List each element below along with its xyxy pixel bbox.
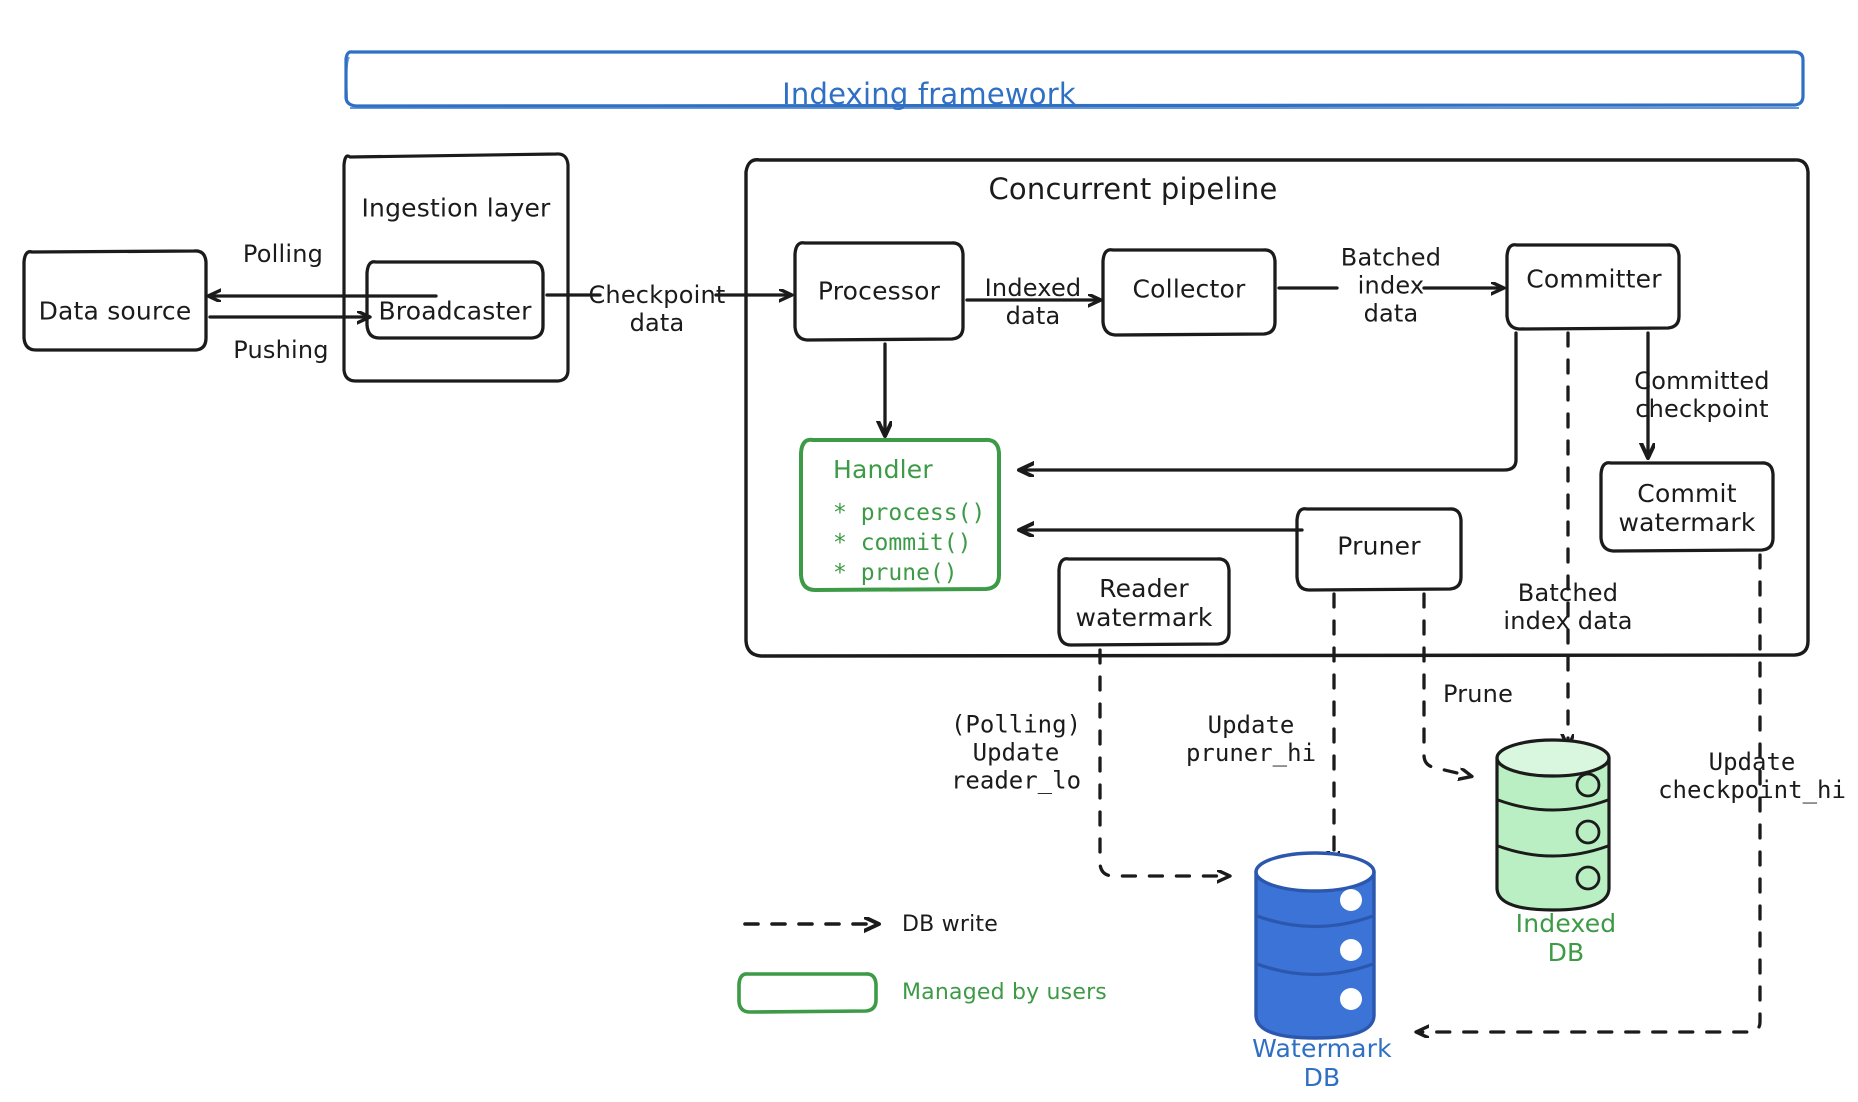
node-data-source[interactable]: Data source [38, 296, 192, 326]
edge-label-update-checkpoint-hi: Update checkpoint_hi [1658, 748, 1846, 804]
solid-edges [210, 288, 1648, 530]
group-title-ingestion: Ingestion layer [361, 193, 551, 223]
db-label-watermark: Watermark DB [1252, 1034, 1392, 1092]
edge-label-checkpoint-data: Checkpoint data [588, 281, 726, 337]
dashed-db-edges [1098, 331, 1762, 1032]
edge-label-polling: Polling [242, 240, 324, 269]
node-committer[interactable]: Committer [1526, 264, 1662, 294]
framework-title: Indexing framework [782, 77, 1076, 112]
handler-shape [799, 437, 1001, 592]
legend-label-db-write: DB write [902, 912, 998, 937]
edge-label-committed-checkpoint: Committed checkpoint [1634, 367, 1770, 423]
edge-label-update-pruner-hi: Update pruner_hi [1185, 711, 1317, 767]
edge-label-indexed-data: Indexed data [984, 274, 1082, 330]
concurrent-pipeline-group [744, 158, 1810, 658]
indexed-db-shape [1495, 738, 1611, 912]
framework-box [344, 50, 1805, 110]
group-title-pipeline: Concurrent pipeline [988, 172, 1278, 207]
watermark-db-shape [1254, 851, 1376, 1040]
node-processor[interactable]: Processor [817, 276, 941, 306]
node-reader-watermark[interactable]: Reader watermark [1075, 574, 1213, 632]
node-commit-watermark[interactable]: Commit watermark [1618, 479, 1756, 537]
db-label-indexed: Indexed DB [1515, 909, 1617, 967]
node-broadcaster[interactable]: Broadcaster [378, 296, 532, 326]
edge-label-batched-index-data: Batched index data [1340, 243, 1442, 327]
handler-method-prune: * prune() [833, 560, 958, 586]
ingestion-layer-group [342, 152, 570, 383]
legend-swatches [737, 924, 876, 1014]
handler-method-process: * process() [833, 500, 986, 526]
handler-title: Handler [833, 455, 933, 484]
node-pruner[interactable]: Pruner [1337, 531, 1421, 561]
handler-method-commit: * commit() [833, 530, 972, 556]
edge-label-prune: Prune [1442, 680, 1514, 709]
edge-label-pushing: Pushing [233, 336, 329, 365]
edge-label-update-reader-lo: (Polling) Update reader_lo [950, 710, 1082, 794]
node-collector[interactable]: Collector [1132, 274, 1246, 304]
legend-label-managed-by-users: Managed by users [902, 980, 1107, 1005]
edge-label-batched-index-data-db: Batched index data [1503, 579, 1633, 635]
node-shapes [22, 241, 1775, 647]
